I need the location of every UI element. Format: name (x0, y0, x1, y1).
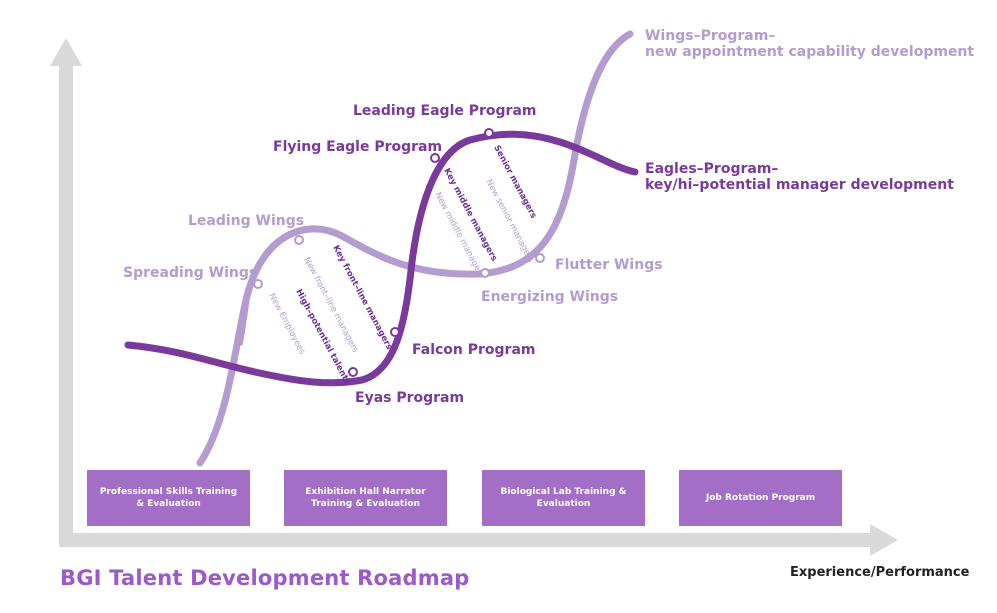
nodes (253, 128, 545, 377)
page-title: BGI Talent Development Roadmap (60, 566, 470, 590)
box-professional-skills: Professional Skills Training & Evaluatio… (87, 470, 250, 526)
node-leading-wings (294, 235, 304, 245)
node-flying-eagle (430, 153, 440, 163)
label-leading-wings: Leading Wings (188, 213, 304, 229)
box-job-rotation: Job Rotation Program (679, 470, 842, 526)
wings-track-line2: new appointment capability development (645, 44, 974, 60)
node-falcon (390, 327, 400, 337)
eagles-track-line1: Eagles–Program– (645, 161, 778, 177)
label-flying-eagle: Flying Eagle Program (273, 139, 442, 155)
node-energizing-wings (480, 268, 490, 278)
x-axis-arrow (870, 524, 898, 556)
label-flutter-wings: Flutter Wings (555, 257, 663, 273)
x-axis-label: Experience/Performance (790, 565, 970, 580)
box-biological-lab: Biological Lab Training & Evaluation (482, 470, 645, 526)
node-leading-eagle (484, 128, 494, 138)
wings-track-line1: Wings–Program– (645, 28, 775, 44)
wings-strand-overlap (235, 299, 250, 346)
label-leading-eagle: Leading Eagle Program (353, 103, 537, 119)
label-energizing-wings: Energizing Wings (481, 289, 618, 305)
x-axis (59, 533, 874, 547)
y-axis-arrow (50, 38, 82, 66)
node-spreading-wings (253, 279, 263, 289)
axes (50, 38, 898, 556)
label-eyas: Eyas Program (355, 390, 464, 406)
node-flutter-wings (535, 253, 545, 263)
y-axis (59, 62, 73, 547)
label-spreading-wings: Spreading Wings (123, 265, 257, 281)
box-exhibition-hall-narrator: Exhibition Hall Narrator Training & Eval… (284, 470, 447, 526)
node-eyas (348, 367, 358, 377)
label-falcon: Falcon Program (412, 342, 536, 358)
eagles-strand (124, 130, 639, 387)
eagles-track-line2: key/hi–potential manager development (645, 177, 954, 193)
